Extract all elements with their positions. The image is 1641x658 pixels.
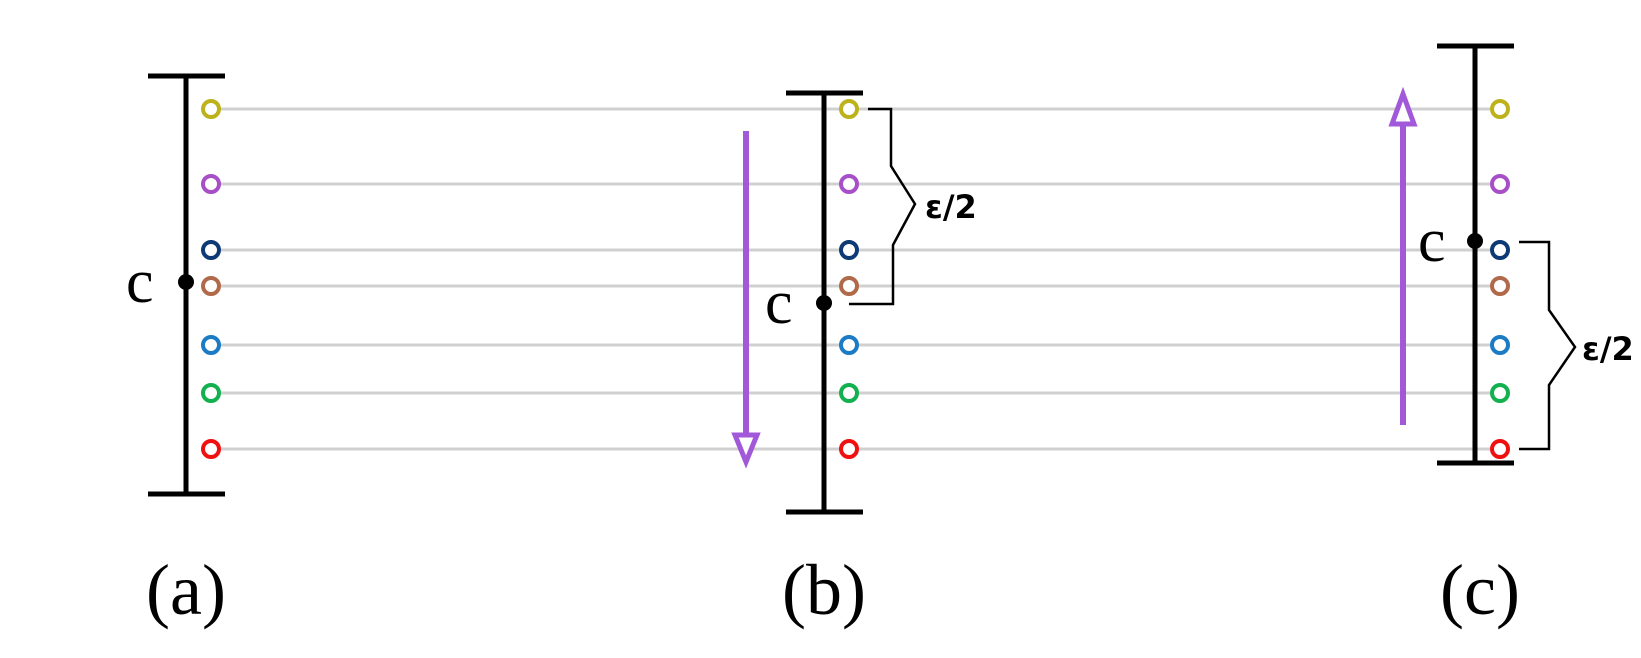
center-point — [178, 274, 194, 290]
point-marker — [201, 174, 221, 194]
point-marker — [201, 383, 221, 403]
interval-bar — [1437, 43, 1514, 466]
point-marker — [1490, 276, 1510, 296]
center-label: c — [765, 269, 793, 337]
point-marker — [201, 99, 221, 119]
point-marker — [1490, 240, 1510, 260]
point-marker — [1490, 174, 1510, 194]
point-marker — [839, 240, 859, 260]
panel-label: (a) — [146, 550, 226, 630]
brace-label: ε/2 — [1582, 330, 1634, 368]
point-marker — [201, 240, 221, 260]
panel-label: (b) — [782, 550, 866, 630]
points-column — [1490, 99, 1510, 459]
center-label: c — [126, 248, 154, 316]
point-marker — [839, 439, 859, 459]
brace-label: ε/2 — [925, 188, 977, 226]
panel-label: (c) — [1440, 550, 1520, 630]
up-arrow — [1388, 86, 1418, 425]
point-marker — [839, 174, 859, 194]
panel-c: c ε/2 (c) — [1388, 43, 1634, 630]
point-marker — [839, 276, 859, 296]
point-marker — [201, 335, 221, 355]
epsilon-brace — [1519, 240, 1577, 451]
point-marker — [839, 99, 859, 119]
panel-a: c (a) — [126, 73, 226, 630]
epsilon-brace — [849, 107, 917, 306]
center-point — [816, 295, 832, 311]
point-marker — [839, 383, 859, 403]
points-column — [839, 99, 859, 459]
point-marker — [1490, 439, 1510, 459]
point-marker — [201, 276, 221, 296]
point-marker — [1490, 99, 1510, 119]
panel-b: c ε/2 (b) — [731, 90, 977, 630]
center-point — [1467, 233, 1483, 249]
down-arrow — [731, 131, 761, 469]
center-label: c — [1418, 207, 1446, 275]
point-marker — [1490, 383, 1510, 403]
point-marker — [201, 439, 221, 459]
point-marker — [1490, 335, 1510, 355]
points-column — [201, 99, 221, 459]
point-marker — [839, 335, 859, 355]
